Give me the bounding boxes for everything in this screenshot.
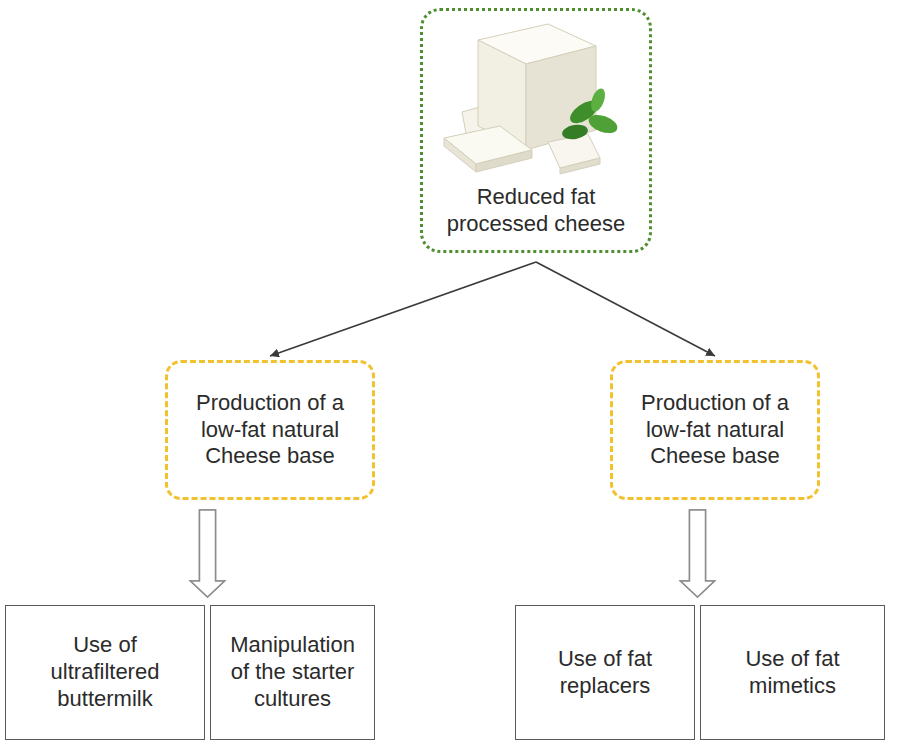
basil-leaf [586, 111, 620, 136]
cheese-slice-edge [444, 138, 476, 172]
node-text: Reduced fat processed cheese [436, 184, 636, 238]
node-text: Production of a low-fat natural Cheese b… [625, 390, 805, 470]
product-box: Reduced fat processed cheese [420, 8, 652, 253]
block-arrow [191, 510, 225, 597]
node-text: Use of ultrafiltered buttermilk [35, 632, 175, 712]
node-text: Production of a low-fat natural Cheese b… [180, 390, 360, 470]
cheese-slice [444, 126, 532, 164]
cheese-slice-edge [476, 150, 532, 172]
cheese-block-front [478, 40, 526, 150]
node-text: Use of fat replacers [535, 646, 675, 700]
method-box: Use of fat mimetics [700, 605, 885, 740]
block-arrow [681, 510, 715, 597]
method-box: Manipulation of the starter cultures [210, 605, 375, 740]
basil-leaves [561, 87, 620, 141]
cheese-slice [462, 100, 512, 144]
process-box: Production of a low-fat natural Cheese b… [610, 360, 820, 500]
node-text: Use of fat mimetics [723, 646, 863, 700]
method-box: Use of ultrafiltered buttermilk [5, 605, 205, 740]
basil-leaf [566, 96, 601, 127]
block-arrow [681, 510, 715, 597]
connector-arrow [270, 262, 536, 356]
connector-arrow [536, 262, 715, 356]
process-box: Production of a low-fat natural Cheese b… [165, 360, 375, 500]
cheese-piece-edge [560, 158, 600, 174]
cheese-picture [444, 24, 600, 174]
cheese-block-top [478, 24, 596, 64]
basil-leaf [561, 123, 589, 141]
basil-leaf [588, 87, 607, 114]
block-arrow [191, 510, 225, 597]
cheese-block-side [526, 46, 596, 150]
method-box: Use of fat replacers [515, 605, 695, 740]
cheese-piece [548, 134, 600, 168]
node-text: Manipulation of the starter cultures [223, 632, 363, 712]
